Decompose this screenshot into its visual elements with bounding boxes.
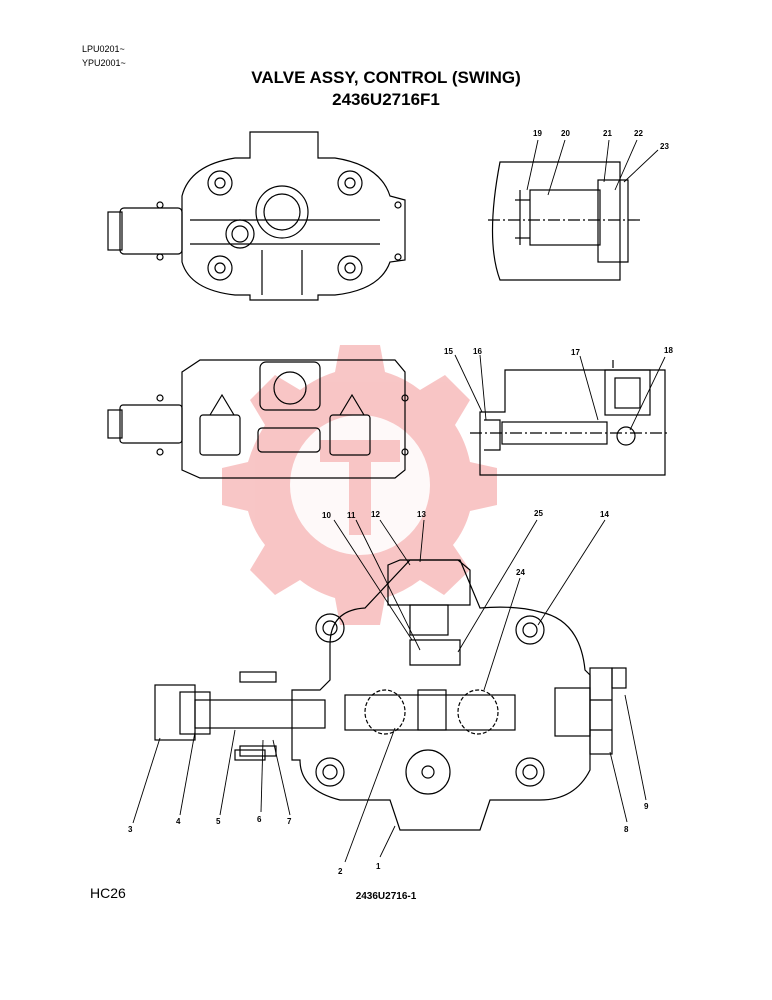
- callout-15: 15: [444, 347, 453, 356]
- callout-2: 2: [338, 867, 343, 876]
- callout-7: 7: [287, 817, 292, 826]
- callout-24: 24: [516, 568, 525, 577]
- callout-12: 12: [371, 510, 380, 519]
- drawing-title: VALVE ASSY, CONTROL (SWING): [251, 68, 521, 87]
- section-view-19-23: [488, 161, 640, 281]
- callout-11: 11: [347, 511, 356, 520]
- callout-labels: 19 20 21 22 23 15 16 17 18 10 11 12 13 2…: [128, 129, 673, 876]
- gear-logo-icon: [222, 345, 497, 625]
- callout-13: 13: [417, 510, 426, 519]
- callout-25: 25: [534, 509, 543, 518]
- callout-8: 8: [624, 825, 629, 834]
- callout-5: 5: [216, 817, 221, 826]
- drawing-part-number: 2436U2716F1: [332, 90, 440, 109]
- callout-3: 3: [128, 825, 133, 834]
- callout-23: 23: [660, 142, 669, 151]
- side-view: [107, 359, 409, 479]
- callout-14: 14: [600, 510, 609, 519]
- callout-18: 18: [664, 346, 673, 355]
- main-section-view: [154, 559, 627, 831]
- callout-21: 21: [603, 129, 612, 138]
- callout-9: 9: [644, 802, 649, 811]
- serial-range-2: YPU2001~: [82, 58, 126, 68]
- callout-19: 19: [533, 129, 542, 138]
- callout-16: 16: [473, 347, 482, 356]
- callout-6: 6: [257, 815, 262, 824]
- serial-range-1: LPU0201~: [82, 44, 125, 54]
- drawing-number: 2436U2716-1: [355, 891, 417, 902]
- callout-17: 17: [571, 348, 580, 357]
- callout-4: 4: [176, 817, 181, 826]
- line-art: [107, 131, 670, 863]
- page-code: HC26: [90, 885, 126, 901]
- top-view: [107, 131, 406, 301]
- section-view-15-18: [470, 360, 670, 476]
- callout-20: 20: [561, 129, 570, 138]
- callout-22: 22: [634, 129, 643, 138]
- callout-10: 10: [322, 511, 331, 520]
- callout-1: 1: [376, 862, 381, 871]
- leader-lines: [132, 139, 666, 863]
